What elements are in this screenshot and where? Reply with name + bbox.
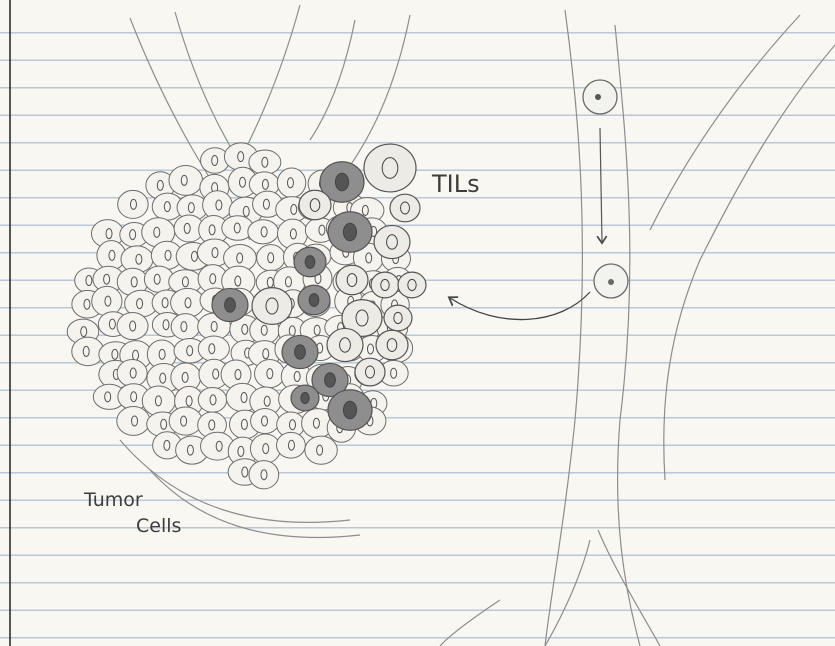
til-cell [252, 288, 292, 325]
til-nucleus [343, 223, 356, 241]
til-nucleus [343, 401, 356, 419]
til-cell [364, 144, 416, 192]
tumor-cell [251, 408, 280, 433]
tumor-cell [248, 220, 278, 244]
tumor-cell [169, 407, 202, 435]
til-cell [336, 265, 368, 294]
til-nucleus [309, 294, 319, 307]
til-cell [355, 358, 385, 386]
tumor-cell [305, 436, 337, 464]
til-cell [299, 190, 331, 219]
arrow-migration [450, 292, 590, 320]
tumor-cell [92, 286, 122, 316]
tumor-cell [250, 434, 280, 463]
til-nucleus [325, 373, 336, 387]
tumor-cell [203, 191, 233, 220]
tumor-cell [255, 360, 285, 388]
til-nucleus [295, 345, 306, 359]
tumor-cell [117, 360, 147, 387]
tumor-cell [117, 312, 148, 339]
til-cell [327, 328, 363, 361]
tumor-label-line1: Tumor [83, 489, 143, 511]
tumor-cell [276, 432, 305, 458]
tumor-cell [118, 190, 148, 218]
lymphocyte-upper-nucleus [595, 94, 601, 100]
tumor-cell [142, 386, 175, 416]
tils-label: TILs [431, 170, 480, 198]
til-cell [376, 330, 408, 359]
tumor-cell [249, 150, 281, 174]
tumor-cell [249, 461, 279, 489]
til-nucleus [305, 256, 315, 269]
tumor-cell [277, 168, 305, 198]
tumor-cell [198, 387, 226, 412]
tumor-cell [169, 165, 203, 195]
til-nucleus [225, 298, 236, 312]
til-nucleus [301, 392, 309, 403]
arrow-down [600, 128, 602, 242]
tumor-cell [171, 288, 205, 317]
tumor-cell [117, 407, 150, 436]
tumor-cell [257, 245, 285, 271]
til-cell [384, 305, 412, 331]
tumor-cell [171, 314, 200, 340]
circulating-lymphocytes [583, 80, 628, 298]
til-nucleus [335, 173, 348, 191]
tumor-cell [198, 336, 229, 361]
lymphocyte-lower-nucleus [608, 279, 614, 285]
til-cell [374, 225, 410, 258]
til-cell [390, 194, 420, 222]
til-cell [398, 272, 426, 298]
til-cell [371, 272, 399, 298]
tumor-label-line2: Cells [136, 515, 181, 537]
